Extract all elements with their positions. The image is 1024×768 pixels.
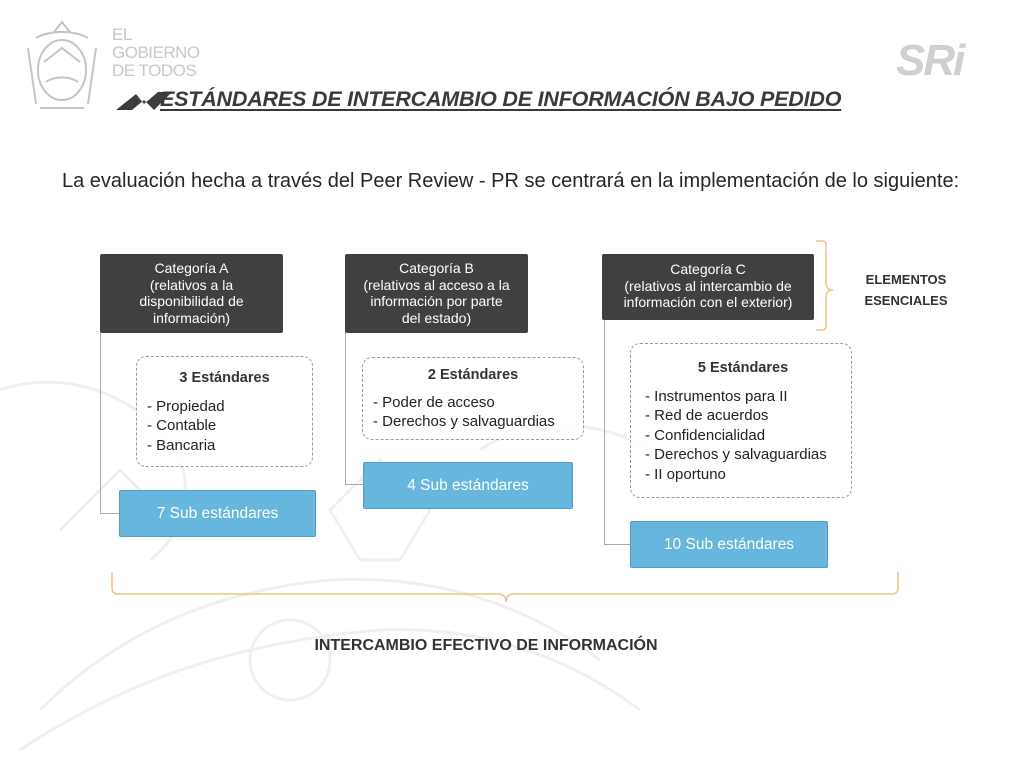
standard-item: - Confidencialidad <box>645 426 766 444</box>
sub-standards-b: 4 Sub estándares <box>363 462 573 509</box>
gov-text-line: GOBIERNO <box>112 43 200 62</box>
standards-title: 3 Estándares <box>179 370 270 386</box>
right-brace <box>816 240 834 331</box>
category-line: Categoría A <box>154 260 229 276</box>
standard-item: - Red de acuerdos <box>645 407 769 424</box>
standard-item: - Instrumentos para II <box>645 387 788 405</box>
standard-item: - II oportuno <box>645 465 726 483</box>
standard-item: - Derechos y salvaguardias <box>373 413 555 430</box>
elementos-esenciales-label: ELEMENTOS ESENCIALES <box>850 269 962 311</box>
connector-a <box>100 333 120 514</box>
page-title: ESTÁNDARES DE INTERCAMBIO DE INFORMACIÓN… <box>160 87 842 111</box>
intercambio-efectivo-label: INTERCAMBIO EFECTIVO DE INFORMACIÓN <box>314 637 658 654</box>
connector-b <box>345 333 363 485</box>
elementos-line: ESENCIALES <box>864 293 948 308</box>
category-line: información) <box>152 309 231 326</box>
swoosh-icon <box>116 92 172 110</box>
sub-standards-a: 7 Sub estándares <box>119 490 316 537</box>
category-b-box: Categoría B (relativos al acceso a la in… <box>345 254 528 333</box>
coat-of-arms-logo <box>27 20 97 109</box>
category-line: (relativos al intercambio de <box>624 277 792 294</box>
gov-text-line: DE TODOS <box>112 61 197 80</box>
category-c-box: Categoría C (relativos al intercambio de… <box>602 254 814 320</box>
standards-b-box: 2 Estándares - Poder de acceso - Derecho… <box>362 357 584 440</box>
intro-paragraph: La evaluación hecha a través del Peer Re… <box>62 170 960 192</box>
category-line: disponibilidad de <box>139 293 244 309</box>
category-line: información con el exterior) <box>623 294 793 310</box>
standard-item: - Propiedad <box>147 397 225 415</box>
gov-wordmark: EL GOBIERNO DE TODOS <box>112 26 200 80</box>
standard-item: - Contable <box>147 417 217 434</box>
standard-item: - Poder de acceso <box>373 393 495 411</box>
category-line: (relativos al acceso a la <box>363 276 510 293</box>
connector-c <box>604 320 630 545</box>
standards-c-box: 5 Estándares - Instrumentos para II - Re… <box>630 343 852 498</box>
category-line: (relativos a la <box>149 276 234 293</box>
standards-title: 2 Estándares <box>427 367 519 383</box>
sri-logo: SRi <box>896 36 965 85</box>
category-line: Categoría C <box>670 261 746 277</box>
standards-a-box: 3 Estándares - Propiedad - Contable - Ba… <box>136 356 313 467</box>
category-line: Categoría B <box>399 260 474 276</box>
category-a-box: Categoría A (relativos a la disponibilid… <box>100 254 283 333</box>
bottom-brace <box>111 572 899 603</box>
category-line: del estado) <box>401 309 472 326</box>
standard-item: - Bancaria <box>147 436 216 454</box>
gov-text-line: EL <box>112 25 132 44</box>
category-line: información por parte <box>370 293 503 309</box>
standard-item: - Derechos y salvaguardias <box>645 446 827 463</box>
sub-standards-c: 10 Sub estándares <box>630 521 828 568</box>
standards-title: 5 Estándares <box>697 360 789 376</box>
elementos-line: ELEMENTOS <box>865 272 947 287</box>
